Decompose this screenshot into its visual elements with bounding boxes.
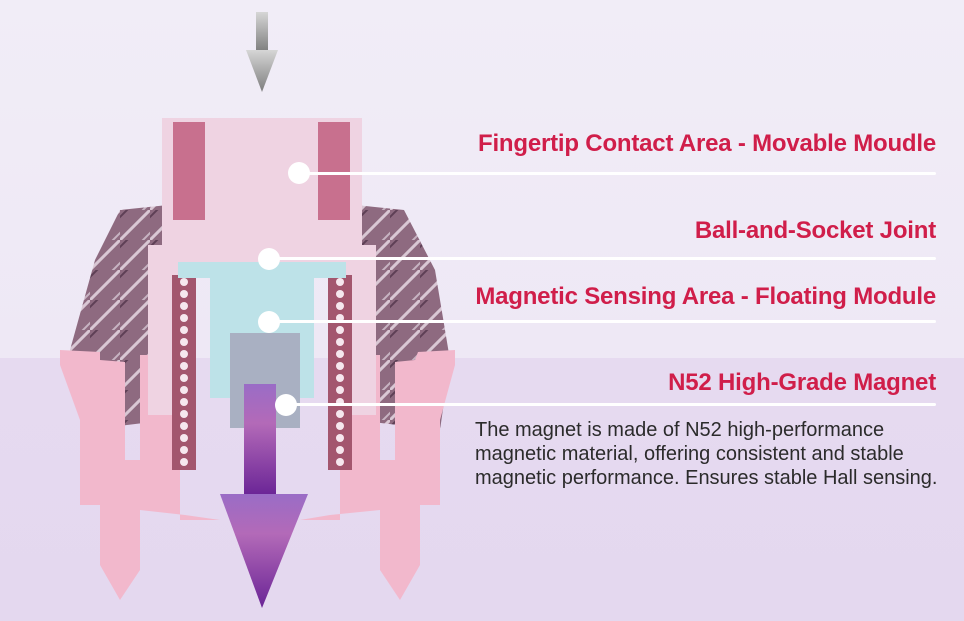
force-down-arrow-icon [220,384,308,608]
callout-dot-magnet [275,394,297,416]
callout-dot-fingertip [288,162,310,184]
leader-line-ball-socket [270,257,936,260]
callout-label-sensing: Magnetic Sensing Area - Floating Module [475,283,936,310]
callout-label-ball-socket: Ball-and-Socket Joint [694,217,936,244]
spring-left [172,270,196,470]
callout-label-magnet: N52 High-Grade Magnet [668,369,936,396]
spring-right [328,270,352,470]
callout-dot-ball-socket [258,248,280,270]
press-down-arrow-icon [246,12,278,92]
leader-line-fingertip [300,172,936,175]
magnet-description: The magnet is made of N52 high-performan… [475,419,938,489]
leader-line-sensing [270,320,936,323]
switch-cross-section-diagram [60,12,455,608]
callout-label-fingertip: Fingertip Contact Area - Movable Moudle [477,130,936,157]
leader-line-magnet [288,403,936,406]
callout-dot-sensing [258,311,280,333]
